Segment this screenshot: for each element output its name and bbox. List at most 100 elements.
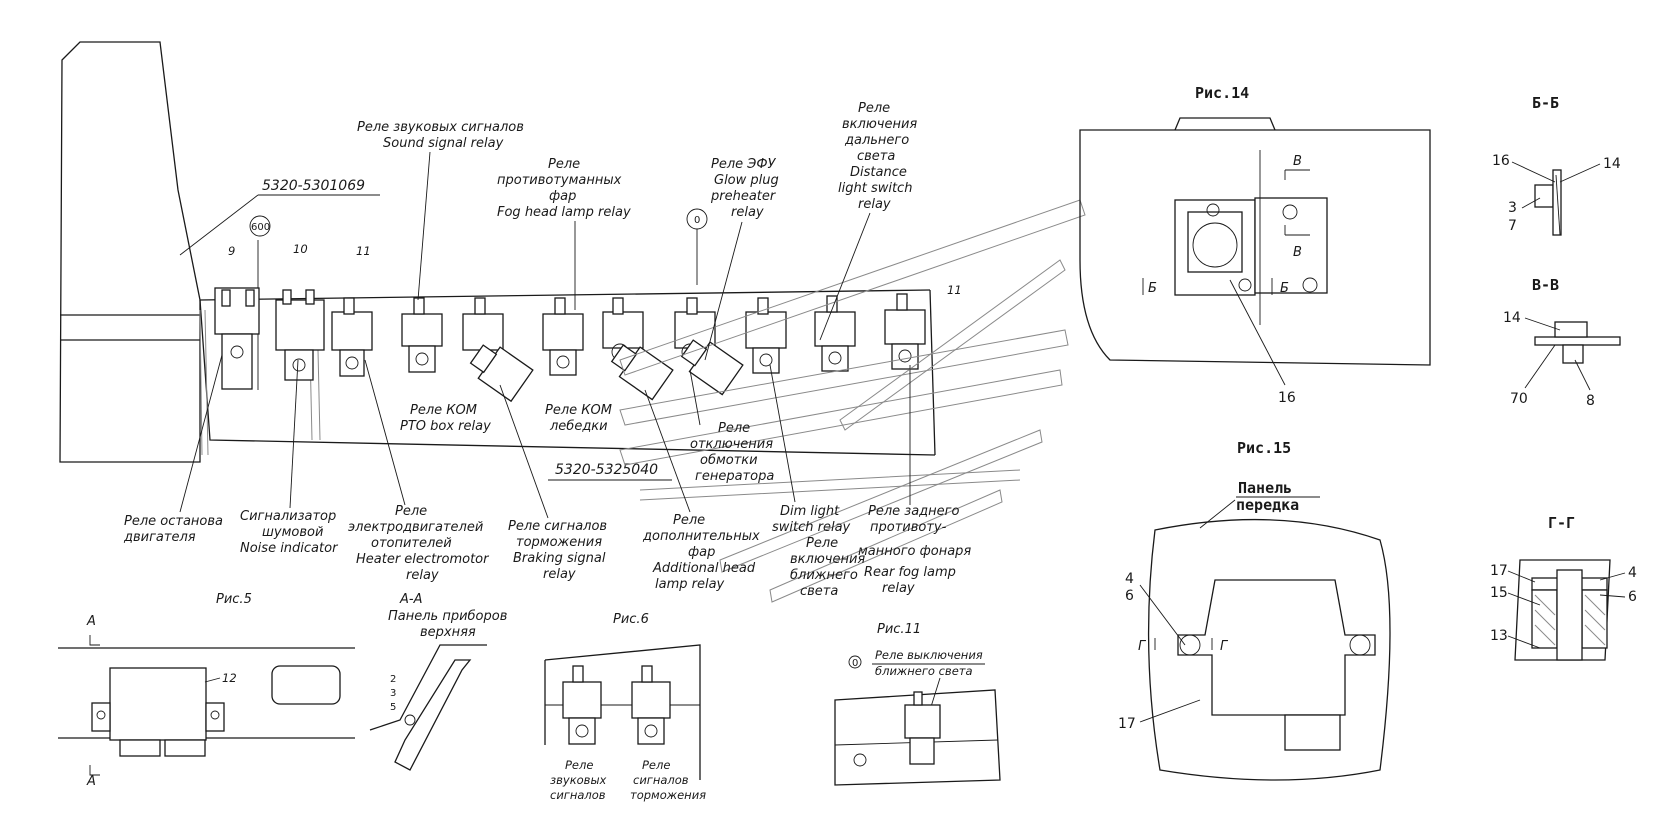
relay-upright-5: [462, 297, 504, 351]
label-engine-stop-relay: Реле останова двигателя: [123, 354, 223, 545]
pos-b7: 7: [1508, 218, 1517, 234]
svg-text:Рис.14: Рис.14: [1195, 84, 1249, 102]
svg-text:relay: relay: [882, 581, 915, 596]
svg-text:Distance: Distance: [850, 165, 907, 180]
relay-9: [214, 287, 260, 390]
pos-g17: 17: [1490, 563, 1508, 579]
svg-text:Sound signal relay: Sound signal relay: [383, 136, 504, 151]
svg-text:Fog head lamp relay: Fog head lamp relay: [497, 205, 631, 220]
svg-text:Heater electromotor: Heater electromotor: [356, 552, 490, 567]
svg-text:600: 600: [251, 222, 270, 233]
svg-text:Реле: Реле: [806, 536, 838, 551]
svg-text:Additional head: Additional head: [652, 561, 756, 576]
svg-text:Панель приборов: Панель приборов: [388, 609, 507, 624]
svg-text:0: 0: [694, 215, 700, 226]
svg-text:Реле ЭФУ: Реле ЭФУ: [711, 157, 777, 172]
label-glow-plug-relay: Реле ЭФУ Glow plug preheater relay: [704, 157, 779, 361]
svg-text:Реле: Реле: [673, 513, 705, 528]
svg-text:Реле звуковых сигналов: Реле звуковых сигналов: [357, 120, 524, 135]
pos-v70: 70: [1510, 391, 1528, 407]
label-dim-light-relay: Dim light switch relay Реле включения бл…: [769, 364, 865, 599]
section-aa: А-А Панель приборов верхняя 2 3 5: [369, 592, 507, 771]
svg-text:ближнего света: ближнего света: [875, 664, 973, 678]
svg-text:Рис.5: Рис.5: [216, 592, 252, 607]
svg-text:противотуманных: противотуманных: [497, 173, 622, 188]
svg-text:Rear fog lamp: Rear fog lamp: [864, 565, 956, 580]
pos-g6: 6: [1628, 589, 1637, 605]
svg-text:двигателя: двигателя: [123, 530, 196, 545]
svg-text:Braking signal: Braking signal: [513, 551, 606, 566]
pos-12: 12: [222, 671, 237, 685]
svg-text:противоту-: противоту-: [870, 520, 947, 535]
svg-text:звуковых: звуковых: [550, 773, 607, 787]
svg-text:торможения: торможения: [630, 788, 706, 802]
svg-text:света: света: [800, 584, 838, 599]
svg-text:манного фонаря: манного фонаря: [858, 544, 971, 559]
label-distance-light-relay: Реле включения дальнего света Distance l…: [819, 101, 917, 341]
svg-text:торможения: торможения: [516, 535, 602, 550]
svg-text:0: 0: [852, 658, 858, 669]
label-winch-pto-relay: Реле КОМ лебедки: [545, 403, 612, 434]
svg-text:фар: фар: [549, 189, 576, 204]
svg-text:switch relay: switch relay: [772, 520, 851, 535]
pos-9: 9: [228, 244, 235, 258]
svg-text:Реле: Реле: [548, 157, 580, 172]
svg-text:Реле: Реле: [858, 101, 890, 116]
heater-relay-11: [331, 297, 373, 377]
section-mark-a-bottom: А: [86, 774, 96, 789]
harness-main-label: 5320-5301069: [262, 178, 365, 194]
noise-indicator-10: [275, 289, 325, 381]
svg-text:Noise indicator: Noise indicator: [240, 541, 339, 556]
svg-text:Г-Г: Г-Г: [1548, 514, 1575, 532]
svg-text:Панель: Панель: [1238, 479, 1292, 497]
pos-g4: 4: [1628, 565, 1637, 581]
svg-text:PTO box relay: PTO box relay: [400, 419, 491, 434]
figure-6: Рис.6 Реле звуковых сигналов Реле сигнал…: [544, 612, 706, 802]
pos-2: 2: [390, 674, 396, 685]
svg-text:relay: relay: [543, 567, 576, 582]
section-vv: В-В 14 70 8: [1503, 276, 1621, 409]
label-braking-signal-relay: Реле сигналов торможения Braking signal …: [499, 384, 607, 582]
pto-box-relay: [469, 344, 534, 403]
svg-text:лебедки: лебедки: [549, 419, 608, 434]
section-mark-g-1: Г: [1138, 639, 1147, 654]
pos-5: 5: [390, 702, 396, 713]
section-gg: Г-Г 17 15 13 4 6: [1490, 514, 1637, 661]
svg-text:Реле сигналов: Реле сигналов: [508, 519, 607, 534]
svg-text:включения: включения: [842, 117, 917, 132]
harness-relay-label: 5320-5325040: [555, 462, 658, 478]
svg-text:электродвигателей: электродвигателей: [348, 520, 483, 535]
label-heater-relay: Реле электродвигателей отопителей Heater…: [348, 359, 490, 583]
label-noise-indicator: Сигнализатор шумовой Noise indicator: [240, 359, 339, 556]
pos-b14: 14: [1603, 156, 1621, 172]
figure-14: Рис.14 В В Б Б 16: [1079, 84, 1431, 406]
svg-text:relay: relay: [406, 568, 439, 583]
pos-b3: 3: [1508, 200, 1517, 216]
svg-text:Glow plug: Glow plug: [714, 173, 779, 188]
svg-text:Реле: Реле: [565, 758, 593, 772]
svg-text:Реле КОМ: Реле КОМ: [410, 403, 477, 418]
label-rear-fog-relay: Реле заднего противоту- манного фонаря R…: [858, 365, 971, 596]
pos-11a: 11: [356, 244, 371, 258]
svg-text:обмотки: обмотки: [700, 453, 758, 468]
section-mark-v-2: В: [1293, 245, 1302, 260]
svg-text:preheater: preheater: [710, 189, 777, 204]
svg-text:шумовой: шумовой: [262, 525, 323, 540]
svg-text:Реле: Реле: [718, 421, 750, 436]
pos-3: 3: [390, 688, 396, 699]
svg-text:отопителей: отопителей: [371, 536, 452, 551]
svg-text:Сигнализатор: Сигнализатор: [240, 509, 336, 524]
label-fog-head-lamp-relay: Реле противотуманных фар Fog head lamp r…: [497, 157, 631, 310]
svg-text:передка: передка: [1236, 496, 1299, 514]
svg-text:сигналов: сигналов: [633, 773, 689, 787]
ghost-harness-lines: [619, 199, 1086, 603]
svg-text:Реле: Реле: [395, 504, 427, 519]
svg-text:lamp relay: lamp relay: [655, 577, 725, 592]
svg-text:верхняя: верхняя: [420, 625, 476, 640]
sound-signal-relay: [401, 297, 443, 373]
svg-text:А-А: А-А: [399, 592, 422, 607]
winch-pto-relay: [610, 344, 674, 401]
svg-text:Рис.6: Рис.6: [613, 612, 649, 627]
additional-head-lamp-relay: [680, 339, 744, 396]
